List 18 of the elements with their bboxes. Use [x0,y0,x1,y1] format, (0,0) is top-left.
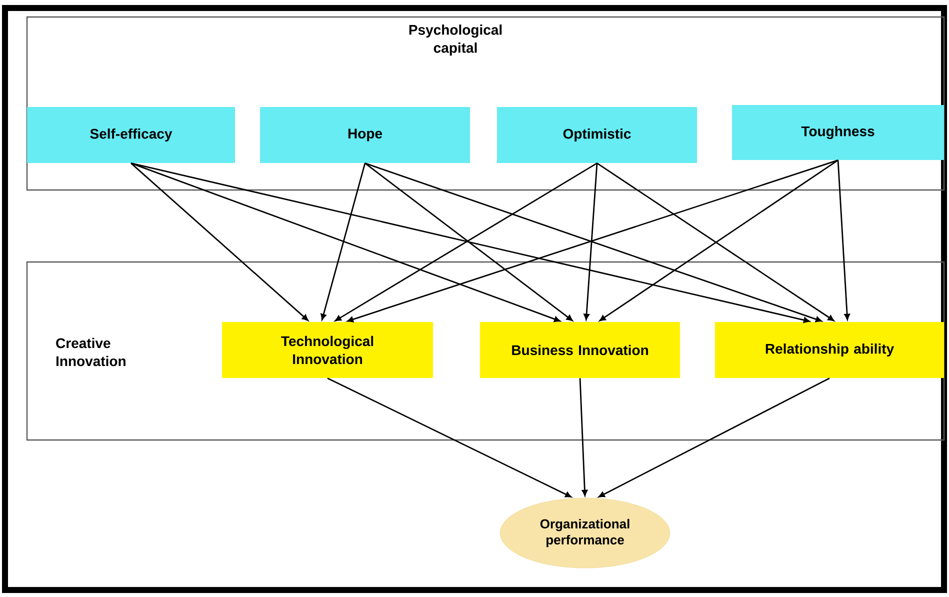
factor-box: Technological Innovation [222,322,433,378]
arrow [327,378,572,498]
arrow [130,162,560,322]
factor-box: Hope [260,107,470,163]
arrow [334,162,598,322]
arrow [598,378,830,498]
arrow [320,163,366,320]
factor-box: Business Innovation [480,322,680,378]
arrow [130,162,308,321]
arrow [579,378,588,496]
arrow [837,160,850,320]
factor-box: Relationship ability [715,322,944,378]
factor-box: Optimistic [497,107,697,163]
arrow [130,162,810,323]
arrow [364,162,573,321]
factor-box: Toughness [732,105,944,160]
arrow [584,163,598,320]
factor-box: Self-efficacy [27,107,235,163]
